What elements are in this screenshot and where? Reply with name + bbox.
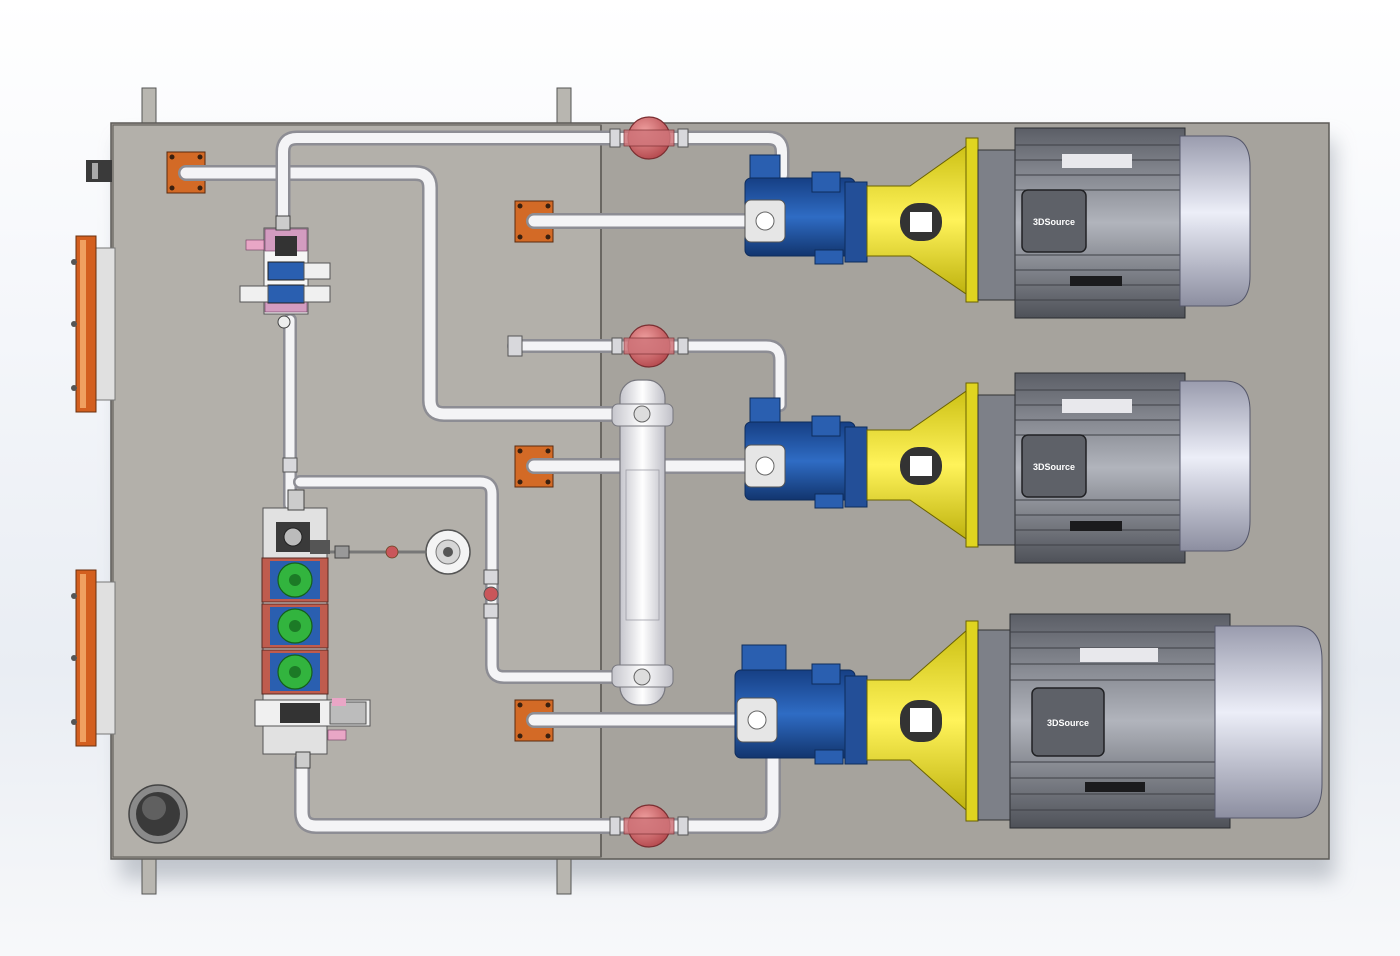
tank-flange-lower	[71, 569, 116, 747]
bellhousing-1	[866, 137, 979, 303]
motor-1-nameplate: 3DSource	[1033, 217, 1075, 227]
motor-1: 3DSource	[977, 127, 1251, 319]
filler-breather-cap	[128, 784, 188, 844]
bellhousing-3	[866, 620, 979, 822]
accumulator-vessel	[611, 379, 674, 706]
pump-3	[734, 644, 868, 765]
tank-flange-upper	[71, 235, 116, 413]
pump-2	[744, 397, 868, 509]
modular-valve-stack	[254, 489, 371, 769]
solenoid-valve-block	[239, 215, 331, 329]
motor-3: 3DSource	[977, 613, 1323, 829]
ball-valve-top	[623, 116, 675, 160]
ball-valve-middle	[623, 324, 675, 368]
pressure-gauge	[325, 529, 471, 575]
pump-1	[744, 154, 868, 265]
motor-2: 3DSource	[977, 372, 1251, 564]
bellhousing-2	[866, 382, 979, 548]
lifting-lugs	[141, 87, 572, 895]
pipe-fittings	[282, 128, 689, 836]
motor-2-nameplate: 3DSource	[1033, 462, 1075, 472]
side-connector	[86, 160, 112, 182]
ball-valve-bottom	[623, 804, 675, 848]
motor-3-nameplate: 3DSource	[1047, 718, 1089, 728]
